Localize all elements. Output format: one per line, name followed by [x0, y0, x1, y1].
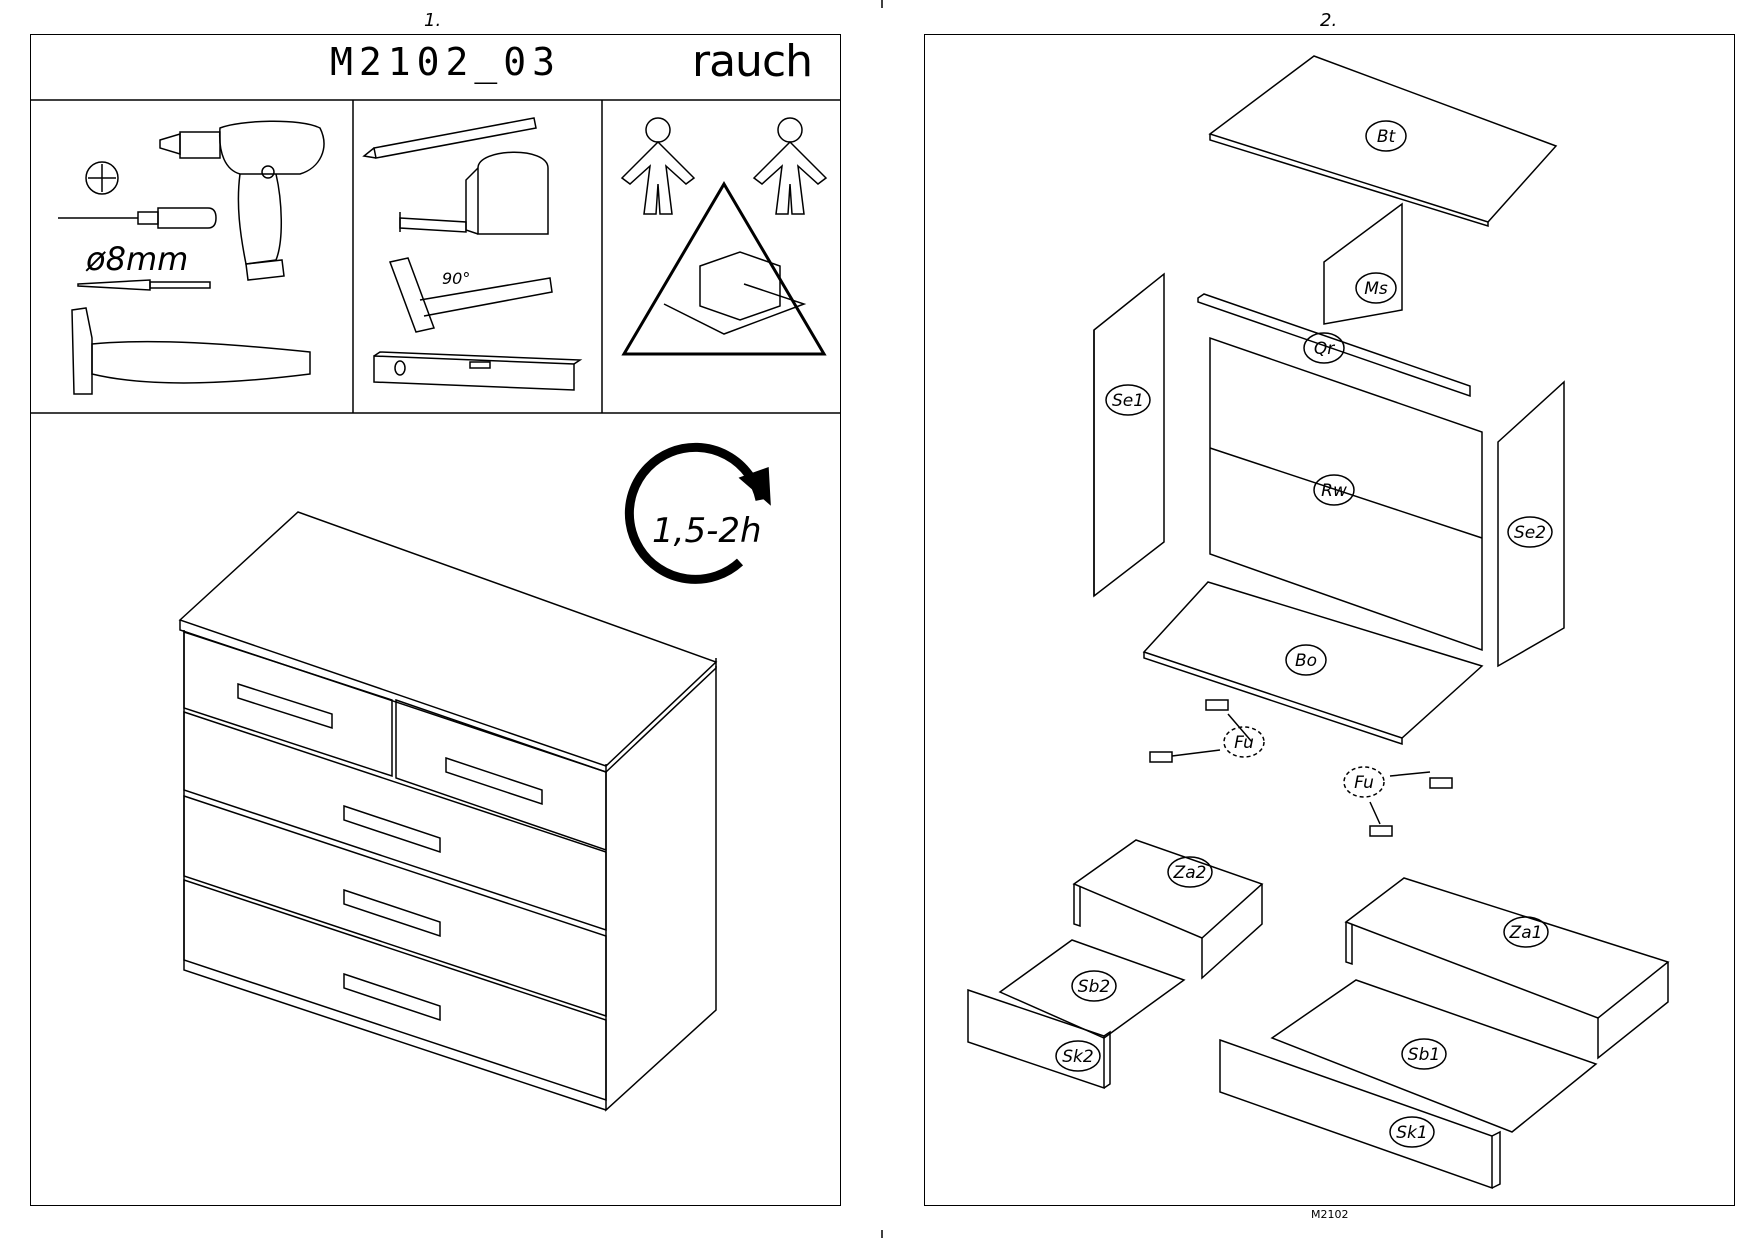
hammer-icon	[71, 307, 311, 395]
part-label-za2: Za2	[1173, 863, 1207, 883]
part-label-sk1: Sk1	[1396, 1123, 1427, 1143]
drill-icon	[159, 120, 325, 281]
try-square-icon	[388, 257, 553, 333]
part-label-sb2: Sb2	[1078, 977, 1110, 997]
screwdriver-icon	[58, 207, 217, 229]
dresser-illustration	[178, 511, 718, 1112]
part-label-fu-right: Fu	[1354, 773, 1374, 793]
spirit-level-icon	[373, 351, 583, 391]
part-label-se1: Se1	[1112, 391, 1144, 411]
clock-arrow-icon	[624, 442, 771, 584]
part-label-bo: Bo	[1295, 651, 1317, 671]
part-label-ms: Ms	[1364, 279, 1388, 299]
part-label-qr: Qr	[1314, 339, 1335, 359]
part-label-za1: Za1	[1509, 923, 1543, 943]
drill-size-label: ø8mm	[85, 240, 188, 278]
brand-logo: rauch	[692, 36, 813, 87]
footer-model: M2102	[1311, 1208, 1349, 1221]
pencil-icon	[362, 117, 537, 159]
tape-measure-icon	[399, 151, 549, 235]
model-title: M2102_03	[330, 40, 562, 84]
page-2-frame	[924, 34, 1735, 1206]
part-label-rw: Rw	[1321, 481, 1347, 501]
part-label-sb1: Sb1	[1408, 1045, 1440, 1065]
angle-label: 90°	[442, 269, 470, 288]
phillips-bit-icon	[85, 161, 119, 195]
part-labels	[1055, 120, 1553, 1148]
part-label-bt: Bt	[1377, 127, 1397, 147]
drill-bit-icon	[77, 279, 211, 291]
page-number-1: 1.	[424, 10, 442, 31]
page-1-frame	[30, 34, 841, 1206]
exploded-view	[967, 55, 1670, 1190]
part-label-fu-left: Fu	[1234, 733, 1254, 753]
part-label-sk2: Sk2	[1062, 1047, 1093, 1067]
warning-triangle-icon	[621, 181, 827, 356]
two-persons-icon	[620, 117, 828, 215]
page-number-2: 2.	[1320, 10, 1338, 31]
part-label-se2: Se2	[1514, 523, 1546, 543]
assembly-time: 1,5-2h	[652, 511, 762, 551]
